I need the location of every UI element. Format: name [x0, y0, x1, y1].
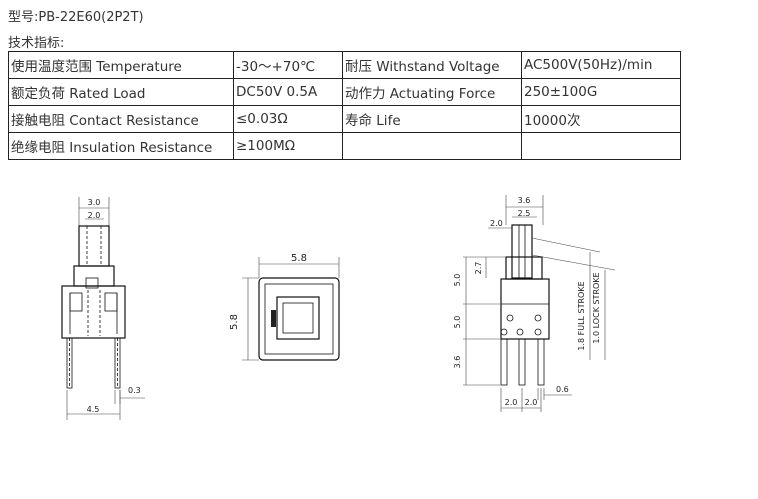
dim-label: 2.0 — [88, 211, 101, 220]
spec-label — [342, 132, 522, 160]
dim-label: 2.0 — [525, 398, 538, 407]
table-row: 使用温度范围 Temperature -30～+70℃ 耐压 Withstand… — [8, 51, 681, 79]
dim-label: 5.0 — [453, 316, 462, 329]
table-row: 额定负荷 Rated Load DC50V 0.5A 动作力 Actuating… — [8, 78, 681, 106]
front-view: 5.8 5.8 — [229, 253, 340, 361]
dim-label: 3.6 — [518, 196, 531, 205]
spec-heading: 技术指标: — [8, 36, 65, 51]
spec-label: 使用温度范围 Temperature — [8, 51, 234, 79]
spec-value: ≤0.03Ω — [233, 105, 343, 133]
spec-value: DC50V 0.5A — [233, 78, 343, 106]
table-row: 绝缘电阻 Insulation Resistance ≥100MΩ — [8, 132, 681, 160]
dim-label: 5.8 — [229, 314, 240, 330]
dim-label: 2.5 — [518, 209, 531, 218]
spec-table: 使用温度范围 Temperature -30～+70℃ 耐压 Withstand… — [8, 51, 681, 160]
dim-label: 5.0 — [453, 274, 462, 287]
spec-label: 耐压 Withstand Voltage — [342, 51, 522, 79]
dim-label: 2.7 — [474, 262, 483, 275]
spec-value: 250±100G — [521, 78, 681, 106]
dim-label: 2.0 — [505, 398, 518, 407]
dim-label: 1.8 FULL STROKE — [577, 281, 586, 350]
dim-label: 0.3 — [128, 386, 141, 395]
dim-label: 0.6 — [556, 385, 569, 394]
spec-value: AC500V(50Hz)/min — [521, 51, 681, 79]
dim-label: 4.5 — [87, 405, 100, 414]
model-number: 型号:PB-22E60(2P2T) — [8, 10, 144, 25]
spec-value — [521, 132, 681, 160]
spec-label: 绝缘电阻 Insulation Resistance — [8, 132, 234, 160]
spec-label: 额定负荷 Rated Load — [8, 78, 234, 106]
spec-label: 接触电阻 Contact Resistance — [8, 105, 234, 133]
dim-label: 3.0 — [88, 198, 101, 207]
dim-label: 2.0 — [490, 219, 503, 228]
dim-label: 1.0 LOCK STROKE — [592, 272, 601, 343]
spec-label: 动作力 Actuating Force — [342, 78, 522, 106]
profile-view: 3.6 2.5 2.0 5.0 5.0 3.6 2.7 — [453, 195, 616, 412]
dim-label: 5.8 — [291, 253, 307, 264]
spec-value: ≥100MΩ — [233, 132, 343, 160]
dim-label: 3.6 — [453, 356, 462, 369]
side-view: 3.0 2.0 0.3 4.5 — [61, 197, 145, 420]
